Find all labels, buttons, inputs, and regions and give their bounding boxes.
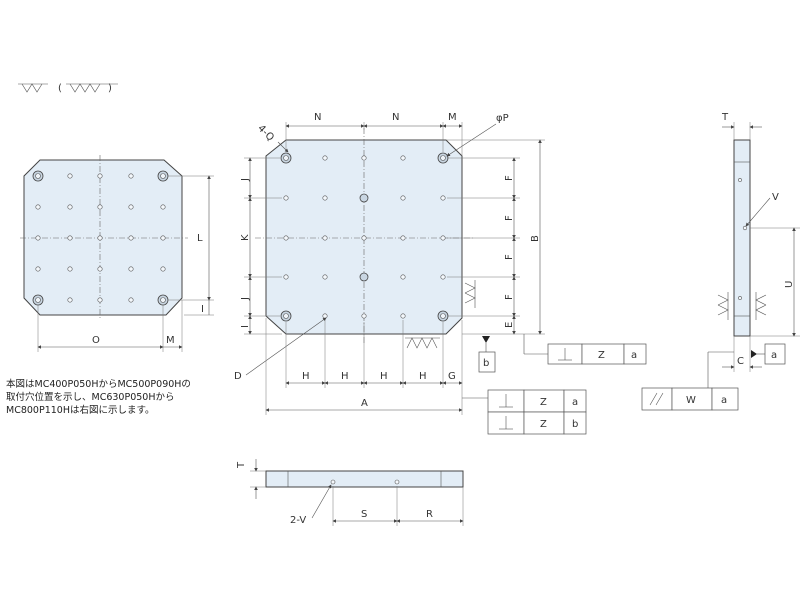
pair-value-1: Z bbox=[540, 397, 547, 408]
left-dim-O: O bbox=[92, 335, 100, 346]
side-dim-U: U bbox=[784, 281, 795, 288]
main-dim-H-4: H bbox=[419, 371, 427, 382]
side-dim-V: V bbox=[772, 192, 779, 203]
main-dim-J-1: J bbox=[240, 178, 251, 182]
note-line-2: 取付穴位置を示し、MC630P050Hから bbox=[6, 391, 174, 403]
pair-value-2: Z bbox=[540, 419, 547, 430]
bottom-dim-S: S bbox=[361, 509, 367, 520]
main-dim-H-2: H bbox=[341, 371, 349, 382]
left-plate-holes bbox=[32, 170, 169, 306]
finish-paren-close: ) bbox=[108, 83, 112, 94]
finish-paren-open: ( bbox=[58, 83, 62, 94]
pair-datum-2: b bbox=[572, 419, 578, 430]
main-dim-G: G bbox=[448, 371, 456, 382]
parallel-datum: a bbox=[721, 395, 727, 406]
side-dim-T: T bbox=[721, 112, 729, 123]
main-plate-view bbox=[244, 122, 548, 415]
side-view bbox=[707, 122, 800, 388]
side-datum-a: a bbox=[771, 350, 777, 361]
note-line-3: MC800P110Hは右図に示します。 bbox=[6, 404, 155, 416]
main-corner-4Q: 4-Q bbox=[255, 123, 276, 144]
main-dim-K: K bbox=[240, 234, 251, 241]
main-dim-F-3: F bbox=[504, 254, 515, 260]
main-dim-I: I bbox=[240, 325, 251, 328]
main-dim-E: E bbox=[504, 322, 515, 328]
left-dim-L: L bbox=[197, 233, 203, 244]
left-plate-view bbox=[20, 155, 214, 352]
main-plate-holes bbox=[280, 152, 449, 322]
finish-symbol: ( ) bbox=[18, 83, 118, 94]
main-dim-J-2: J bbox=[240, 297, 251, 301]
main-dim-H-1: H bbox=[302, 371, 310, 382]
main-dim-M: M bbox=[448, 112, 457, 123]
main-dim-H-3: H bbox=[380, 371, 388, 382]
side-dim-C: C bbox=[737, 356, 744, 367]
main-dim-F-4: F bbox=[504, 294, 515, 300]
main-dim-F-2: F bbox=[504, 215, 515, 221]
tolerance-frame-pair bbox=[487, 389, 587, 435]
main-dim-N-1: N bbox=[314, 112, 321, 123]
left-dim-I: I bbox=[201, 304, 204, 315]
tolerance-frame-perp bbox=[547, 343, 647, 365]
bottom-dim-T: T bbox=[236, 461, 247, 469]
perp-value: Z bbox=[598, 350, 605, 361]
pair-datum-1: a bbox=[572, 397, 578, 408]
bottom-view bbox=[250, 459, 464, 526]
note-text: 本図はMC400P050HからMC500P090Hの 取付穴位置を示し、MC63… bbox=[6, 378, 191, 416]
left-dim-M: M bbox=[166, 335, 175, 346]
main-hole-D: D bbox=[234, 371, 242, 382]
note-line-1: 本図はMC400P050HからMC500P090Hの bbox=[6, 378, 191, 390]
tolerance-frame-parallel bbox=[641, 387, 739, 411]
bottom-dim-R: R bbox=[426, 509, 433, 520]
main-dim-F-1: F bbox=[504, 175, 515, 181]
main-dim-B: B bbox=[530, 235, 541, 242]
perp-datum: a bbox=[631, 350, 637, 361]
main-dim-A: A bbox=[361, 398, 368, 409]
main-phi-P: φP bbox=[496, 113, 509, 124]
main-dim-N-2: N bbox=[392, 112, 399, 123]
bottom-dim-2V: 2-V bbox=[290, 515, 306, 526]
datum-b-label: b bbox=[483, 358, 489, 369]
parallel-value: W bbox=[686, 395, 696, 406]
